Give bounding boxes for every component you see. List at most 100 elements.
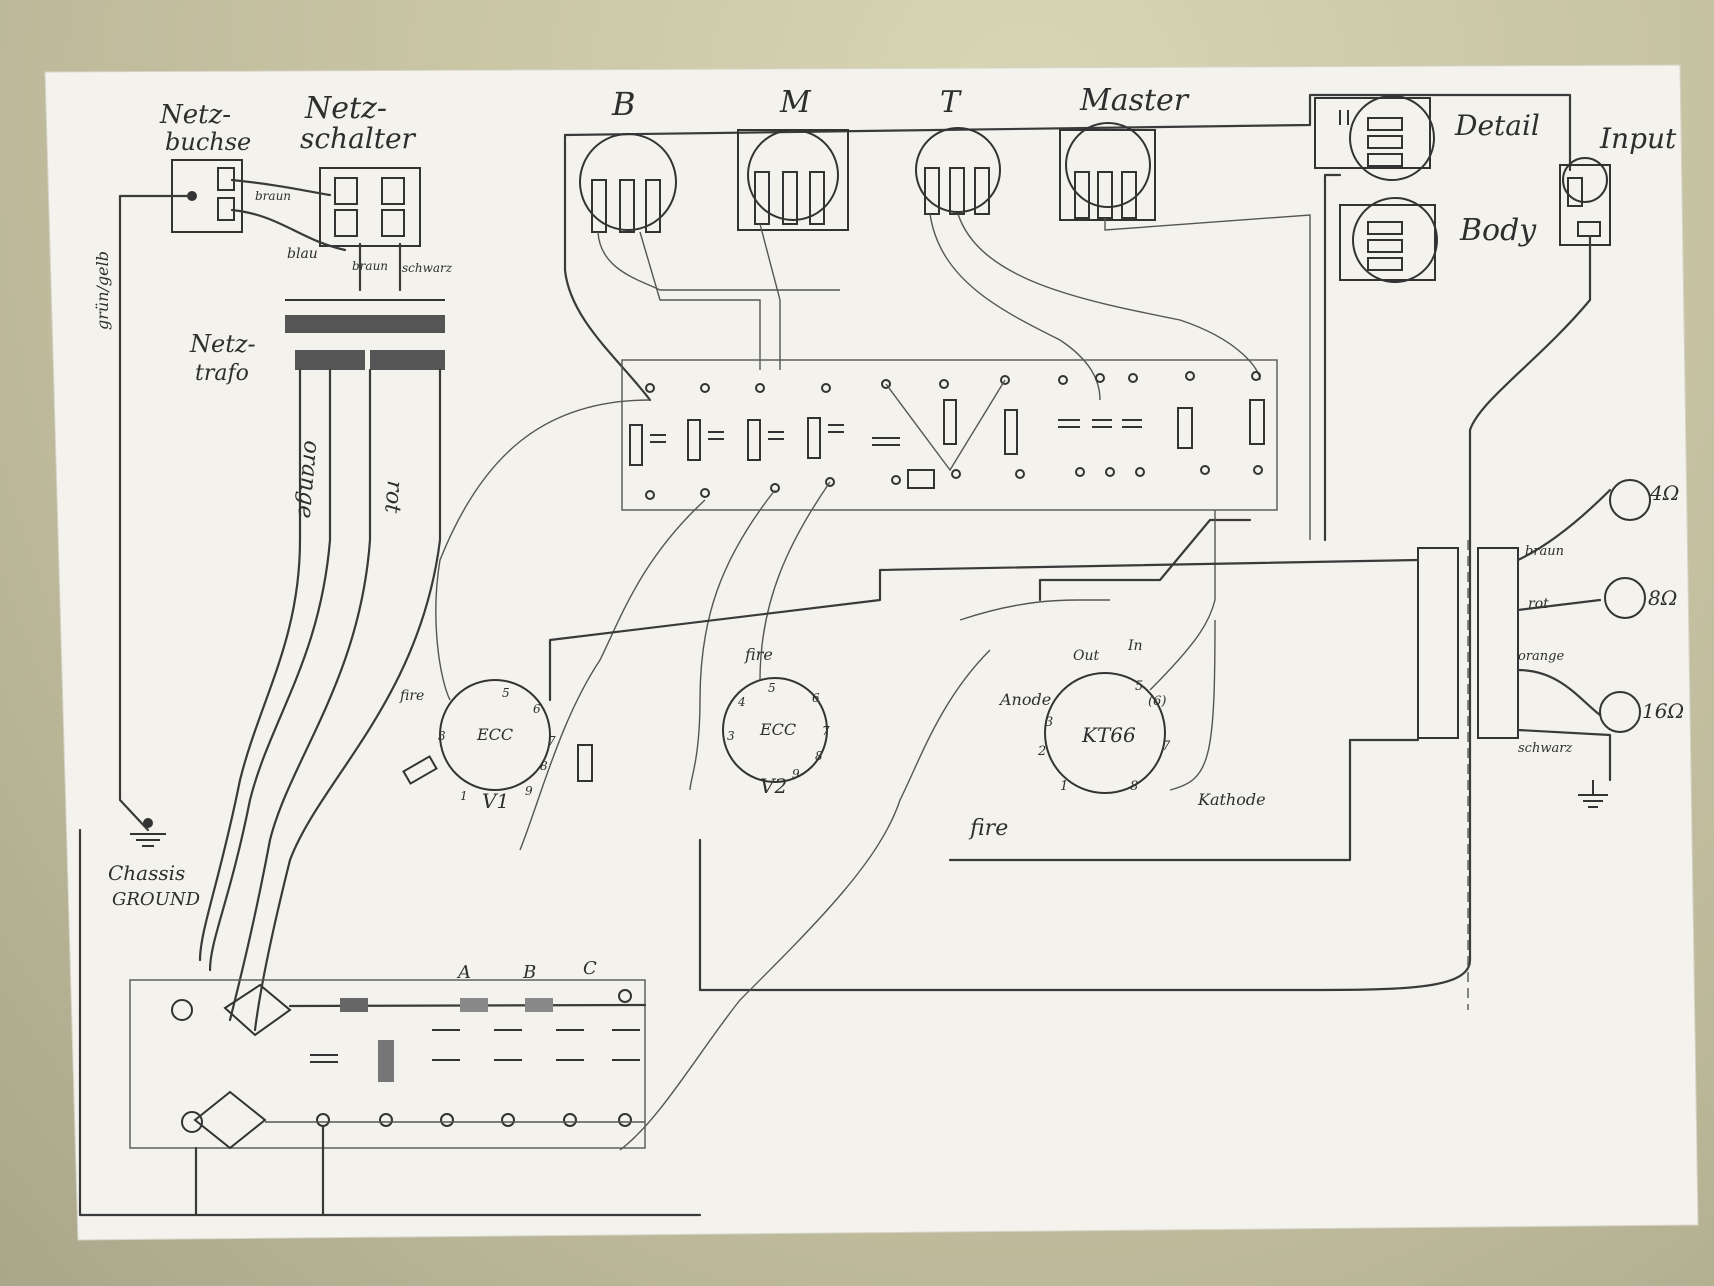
fire-kt66-label: fire <box>968 816 1008 841</box>
kt66-socket <box>1044 672 1166 794</box>
out-label: Out <box>1073 648 1099 664</box>
ot-rot-label: rot <box>1528 596 1549 612</box>
psu-resistor-1 <box>340 998 368 1012</box>
netzbuchse-label-2: buchse <box>165 128 251 156</box>
rectifier-bridge-2 <box>193 1090 267 1150</box>
board-components <box>629 399 1265 489</box>
v2-ecc-label: ECC <box>759 720 796 739</box>
wire-braun-top-label: braun <box>255 189 291 203</box>
v1-pin-1: 1 <box>460 789 468 803</box>
pot-body-drawing <box>1339 197 1438 283</box>
v2-pin-5: 5 <box>768 681 776 695</box>
v1-pin-5: 5 <box>502 686 510 700</box>
wire-braun-label: braun <box>352 259 388 273</box>
fire-v1-label: fire <box>399 688 424 704</box>
pot-m-drawing <box>737 129 849 231</box>
tap-8-label: 8Ω <box>1648 586 1677 610</box>
netztrafo-primary <box>285 315 445 333</box>
speaker-jack-4 <box>1609 479 1651 521</box>
input-label: Input <box>1599 122 1677 155</box>
v2-pin-6: 6 <box>812 691 820 705</box>
pot-detail-label: Detail <box>1454 109 1540 142</box>
v2-socket <box>722 677 828 783</box>
anode-label: Anode <box>998 690 1051 709</box>
v2-pin-8: 8 <box>815 749 823 763</box>
v1-ecc-label: ECC <box>476 725 513 744</box>
rail-b-label: B <box>522 962 536 983</box>
netzbuchse-label-1: Netz- <box>159 100 231 130</box>
v1-label: V1 <box>482 789 509 813</box>
pot-master-label: Master <box>1079 83 1190 118</box>
board-eyelets <box>645 371 1263 500</box>
chassis-label-1: Chassis <box>108 861 185 885</box>
v1-pin-9: 9 <box>525 784 533 798</box>
speaker-jack-8 <box>1604 577 1646 619</box>
pot-master-drawing <box>1059 122 1156 221</box>
kt66-pin-2: 2 <box>1037 744 1046 759</box>
speaker-jack-16 <box>1599 691 1641 733</box>
pot-m-label: M <box>779 85 812 120</box>
v1-pin-3: 3 <box>438 729 446 743</box>
pot-t-drawing <box>915 127 1001 215</box>
pot-detail-drawing <box>1314 95 1435 181</box>
pot-body-label: Body <box>1459 213 1537 248</box>
psu-resistor-2 <box>460 998 488 1012</box>
v2-label: V2 <box>760 774 787 798</box>
ot-braun-label: braun <box>1525 544 1564 559</box>
kt66-pin-3: 3 <box>1045 715 1053 730</box>
tap-4-label: 4Ω <box>1649 481 1679 505</box>
output-transformer-secondary <box>1477 547 1519 739</box>
ot-orange-label: orange <box>1518 649 1564 664</box>
v2-pin-7: 7 <box>822 724 830 738</box>
kathode-label: Kathode <box>1197 790 1266 809</box>
wire-orange-label: orange <box>292 439 324 519</box>
chassis-label-2: GROUND <box>112 889 201 910</box>
netztrafo-label-1: Netz- <box>189 330 256 358</box>
v2-pin-4: 4 <box>737 695 746 709</box>
psu-resistor-3 <box>525 998 553 1012</box>
psu-capacitors <box>310 1029 640 1063</box>
output-transformer-primary <box>1417 547 1459 739</box>
kt66-pin-7: 7 <box>1162 739 1171 754</box>
kt66-pin-6b: (6) <box>1148 694 1166 709</box>
paper-sheet <box>44 64 1699 1241</box>
netztrafo-label-2: trafo <box>195 361 249 386</box>
ground-symbol <box>130 818 166 847</box>
netzschalter-label-1: Netz- <box>304 91 387 126</box>
psu-eyelets <box>316 989 632 1127</box>
pot-b-drawing <box>579 133 677 233</box>
kt66-pin-8: 8 <box>1130 779 1138 794</box>
v1-pin-8: 8 <box>540 759 548 773</box>
v1-socket <box>402 679 593 791</box>
kt66-pin-5: 5 <box>1135 679 1143 694</box>
netztrafo-secondary-right <box>370 350 445 370</box>
psu-board <box>129 979 646 1149</box>
pot-t-label: T <box>940 85 962 120</box>
netzschalter-label-2: schalter <box>300 122 417 155</box>
pot-b-label: B <box>611 85 636 123</box>
in-label: In <box>1127 638 1143 654</box>
wire-schwarz-top-label: schwarz <box>402 261 453 275</box>
wire-rot-label: rot <box>379 479 407 514</box>
netzschalter-box <box>319 167 421 247</box>
rail-a-label: A <box>456 962 471 983</box>
kt66-label: KT66 <box>1081 723 1136 747</box>
v2-pin-3: 3 <box>727 729 735 743</box>
netztrafo-secondary-left <box>295 350 365 370</box>
v1-pin-7: 7 <box>548 734 556 748</box>
tap-16-label: 16Ω <box>1642 699 1684 723</box>
ot-schwarz-label: schwarz <box>1518 741 1572 756</box>
psu-resistor-4 <box>378 1040 394 1082</box>
rectifier-bridge-1 <box>223 983 292 1037</box>
v2-pin-9: 9 <box>792 767 800 781</box>
tone-board <box>621 359 1278 511</box>
kt66-pin-1: 1 <box>1060 779 1068 794</box>
wire-blau-label: blau <box>287 246 318 262</box>
fire-v2-label: fire <box>744 645 773 664</box>
rail-c-label: C <box>583 958 597 979</box>
output-ground-symbol <box>1578 780 1608 808</box>
wire-gruen-gelb-label: grün/gelb <box>93 251 112 330</box>
